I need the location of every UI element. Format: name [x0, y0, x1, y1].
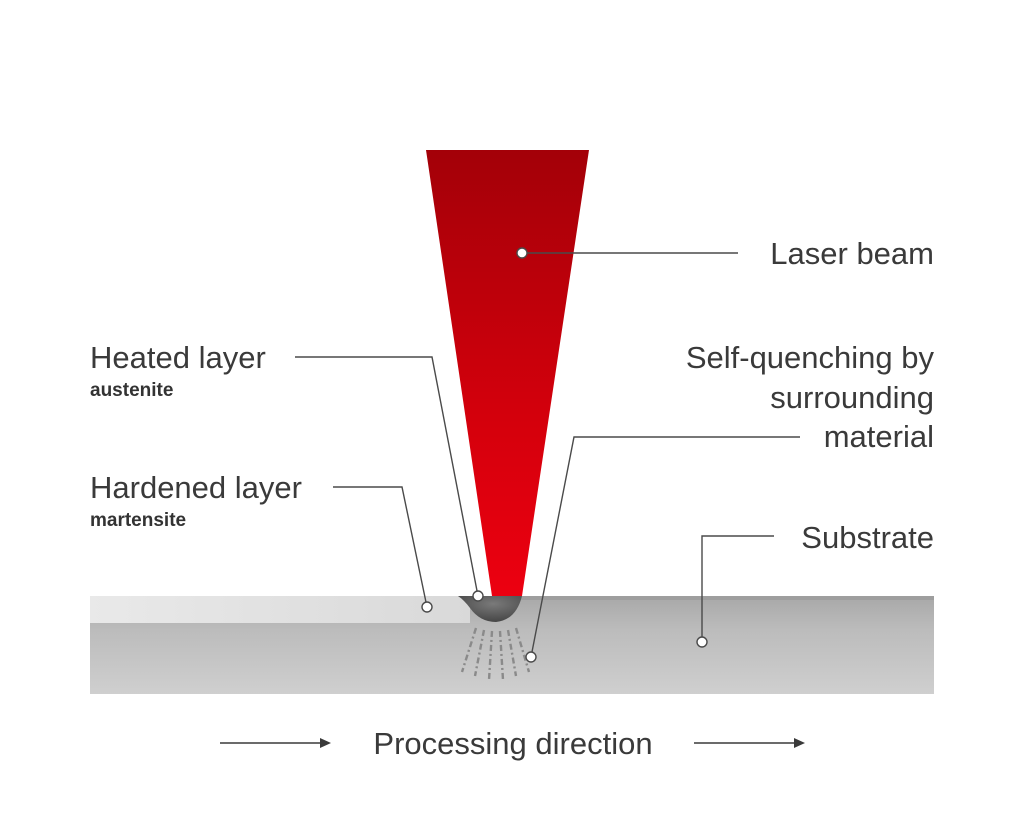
self-quenching-label-line1: Self-quenching by	[686, 340, 935, 375]
heated-layer-label: Heated layer	[90, 340, 266, 375]
hardened-layer-label: Hardened layer	[90, 470, 302, 505]
hardened-layer-band	[90, 596, 470, 623]
laser-beam-label: Laser beam	[770, 236, 934, 271]
heated-layer-sublabel: austenite	[90, 380, 173, 401]
substrate-surface-right	[500, 596, 934, 600]
processing-direction-right-arrow	[694, 738, 805, 748]
heated-layer-marker	[472, 590, 484, 602]
self-quenching-marker	[525, 651, 537, 663]
substrate-label: Substrate	[801, 520, 934, 555]
substrate-marker	[696, 636, 708, 648]
hardened-layer-leader	[333, 486, 428, 608]
self-quenching-label-line2: surrounding	[770, 380, 934, 415]
substrate-leader	[701, 535, 774, 642]
processing-direction-left-arrow	[220, 738, 331, 748]
hardened-layer-marker	[421, 601, 433, 613]
self-quenching-leader	[530, 436, 800, 658]
laser-beam	[426, 150, 589, 596]
self-quenching-rays	[460, 627, 531, 681]
self-quenching-label-line3: material	[824, 419, 934, 454]
processing-direction-label: Processing direction	[373, 726, 652, 761]
heated-layer-leader	[295, 356, 479, 597]
heated-zone	[458, 596, 522, 622]
hardened-layer-sublabel: martensite	[90, 510, 186, 531]
laser-beam-marker	[516, 247, 528, 259]
